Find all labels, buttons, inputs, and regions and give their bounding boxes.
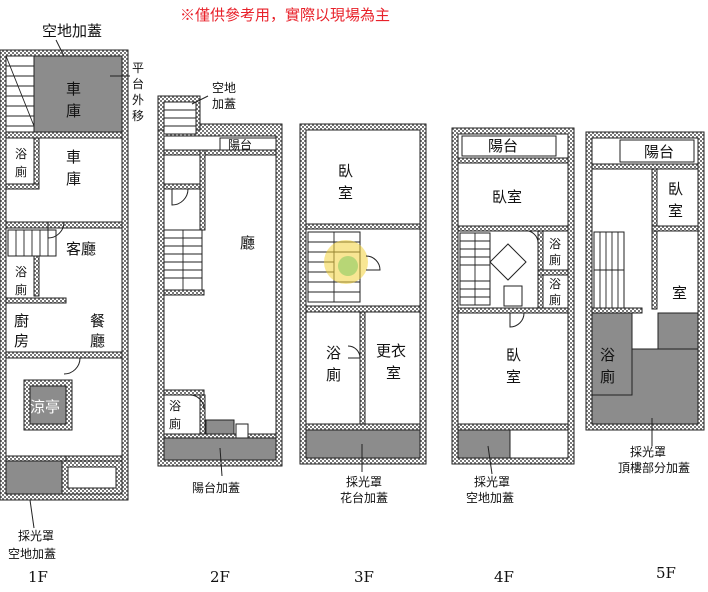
f3-bed-2: 室 [338, 184, 353, 202]
floor-3: 臥 室 浴 廁 更衣 室 採光罩 花台加蓋 3F [299, 123, 427, 586]
f3-skylight: 採光罩 [346, 475, 382, 489]
f1-dining-2: 廳 [90, 332, 105, 350]
floor-4: 陽台 臥室 浴 廁 浴 廁 臥 室 採光罩 空地加蓋 4F [451, 127, 575, 586]
f5-bath-2: 廁 [600, 368, 615, 386]
f1-top-label: 空地加蓋 [42, 22, 102, 40]
f2-bottom: 陽台加蓋 [192, 480, 240, 495]
f2-balcony: 陽台 [228, 137, 252, 152]
floor-label-3f: 3F [354, 568, 374, 586]
f1-kitchen-2: 房 [14, 332, 29, 350]
floor-label-4f: 4F [494, 568, 514, 586]
f5-bath-1: 浴 [600, 346, 615, 364]
f5-bed-2: 室 [668, 202, 683, 220]
f1-bath-1b: 廁 [15, 164, 27, 179]
f3-bath-2: 廁 [326, 366, 341, 384]
f1-garage-label-1: 車 [66, 80, 81, 98]
f1-bottom-label: 空地加蓋 [8, 547, 56, 561]
f4-bath-2a: 浴 [549, 277, 561, 291]
f2-hall: 廳 [240, 234, 255, 252]
f4-bath-1a: 浴 [549, 237, 561, 251]
f5-room: 室 [672, 284, 687, 302]
f3-dress-2: 室 [386, 364, 401, 382]
f1-garage2-label-1: 車 [66, 148, 81, 166]
f4-skylight: 採光罩 [474, 475, 510, 489]
f1-bath-1a: 浴 [15, 147, 27, 161]
f1-bath-2a: 浴 [15, 265, 27, 279]
floor-2: 空地 加蓋 陽台 廳 浴 廁 陽台加蓋 2F [157, 81, 283, 586]
f1-side-1: 平 [132, 61, 144, 75]
f4-balcony: 陽台 [488, 137, 518, 155]
f2-bath-2: 廁 [169, 416, 181, 431]
f1-dining-1: 餐 [90, 312, 105, 330]
f5-bottom: 頂樓部分加蓋 [618, 460, 690, 475]
f1-side-3: 外 [132, 93, 144, 107]
f4-bottom: 空地加蓋 [466, 491, 514, 505]
f1-pavilion-label: 涼亭 [30, 398, 60, 416]
f4-bath-2b: 廁 [549, 292, 561, 307]
floor-label-5f: 5F [656, 564, 676, 582]
f4-bed-1: 臥 [506, 346, 521, 364]
f1-bath-2b: 廁 [15, 282, 27, 297]
f1-kitchen-1: 廚 [14, 312, 29, 330]
f3-bottom: 花台加蓋 [340, 490, 388, 505]
f2-top-2: 加蓋 [212, 97, 236, 111]
f1-side-4: 移 [132, 109, 144, 123]
f2-bath-1: 浴 [169, 399, 181, 413]
floor-label-1f: 1F [28, 568, 48, 586]
f4-bed-2: 室 [506, 368, 521, 386]
floor-label-2f: 2F [210, 568, 230, 586]
f1-garage-label-2: 庫 [66, 102, 81, 120]
f2-top-1: 空地 [212, 81, 236, 95]
floor-5: 陽台 臥 室 室 浴 廁 採光罩 頂樓部分加蓋 5F [585, 131, 705, 582]
f5-bed-1: 臥 [668, 180, 683, 198]
f4-bath-1b: 廁 [549, 252, 561, 267]
f4-bedroom-top: 臥室 [492, 188, 522, 206]
f1-side-2: 台 [132, 76, 144, 91]
f5-balcony: 陽台 [644, 143, 674, 161]
f1-skylight-label: 採光罩 [18, 529, 54, 543]
floor-1: 空地加蓋 平 台 外 移 車 庫 浴 廁 車 庫 客廳 浴 廁 廚 房 餐 廳 … [0, 22, 144, 586]
disclaimer-note: ※僅供參考用，實際以現場為主 [180, 6, 390, 24]
f5-skylight: 採光罩 [630, 445, 666, 459]
f3-bed-1: 臥 [338, 162, 353, 180]
f1-garage2-label-2: 庫 [66, 170, 81, 188]
f1-living-label: 客廳 [66, 240, 96, 258]
f3-dress-1: 更衣 [376, 342, 406, 360]
f3-bath-1: 浴 [326, 344, 341, 362]
